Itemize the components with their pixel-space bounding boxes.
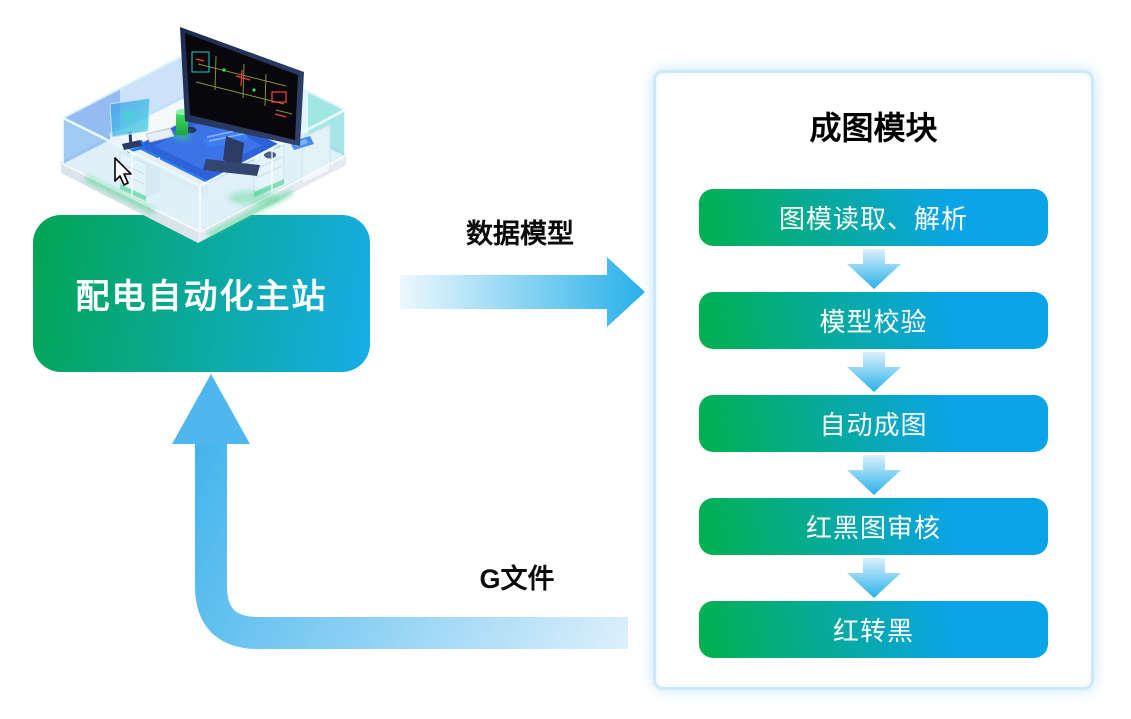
flow-step-5: 红转黑	[699, 601, 1048, 658]
arrow-down-icon	[846, 555, 901, 601]
g-file-label: G文件	[479, 564, 555, 594]
g-file-return-arrow-icon	[172, 374, 628, 649]
flow-step-1: 图模读取、解析	[699, 189, 1048, 246]
station-label: 配电自动化主站	[75, 278, 328, 316]
station-box: 配电自动化主站	[33, 215, 370, 372]
arrow-down-icon	[846, 349, 901, 395]
steps-list: 图模读取、解析 模型校验 自动成图 红黑图审核 红转黑	[656, 189, 1091, 658]
data-model-arrow-icon	[400, 257, 645, 327]
cursor-icon	[114, 157, 132, 186]
module-panel: 成图模块 图模读取、解析 模型校验 自动成图 红黑图审核 红转黑	[653, 70, 1094, 690]
green-glow-accents	[85, 176, 293, 237]
panel-title: 成图模块	[809, 110, 938, 146]
flow-step-2: 模型校验	[699, 292, 1048, 349]
side-screen	[109, 97, 151, 150]
flow-step-4: 红黑图审核	[699, 498, 1048, 555]
workstation-illustration	[59, 27, 348, 243]
flow-step-3: 自动成图	[699, 395, 1048, 452]
monitor	[180, 27, 304, 176]
arrow-down-icon	[846, 452, 901, 498]
data-model-label: 数据模型	[466, 219, 574, 249]
desk-cabinets	[119, 124, 331, 201]
arrow-down-icon	[846, 246, 901, 292]
